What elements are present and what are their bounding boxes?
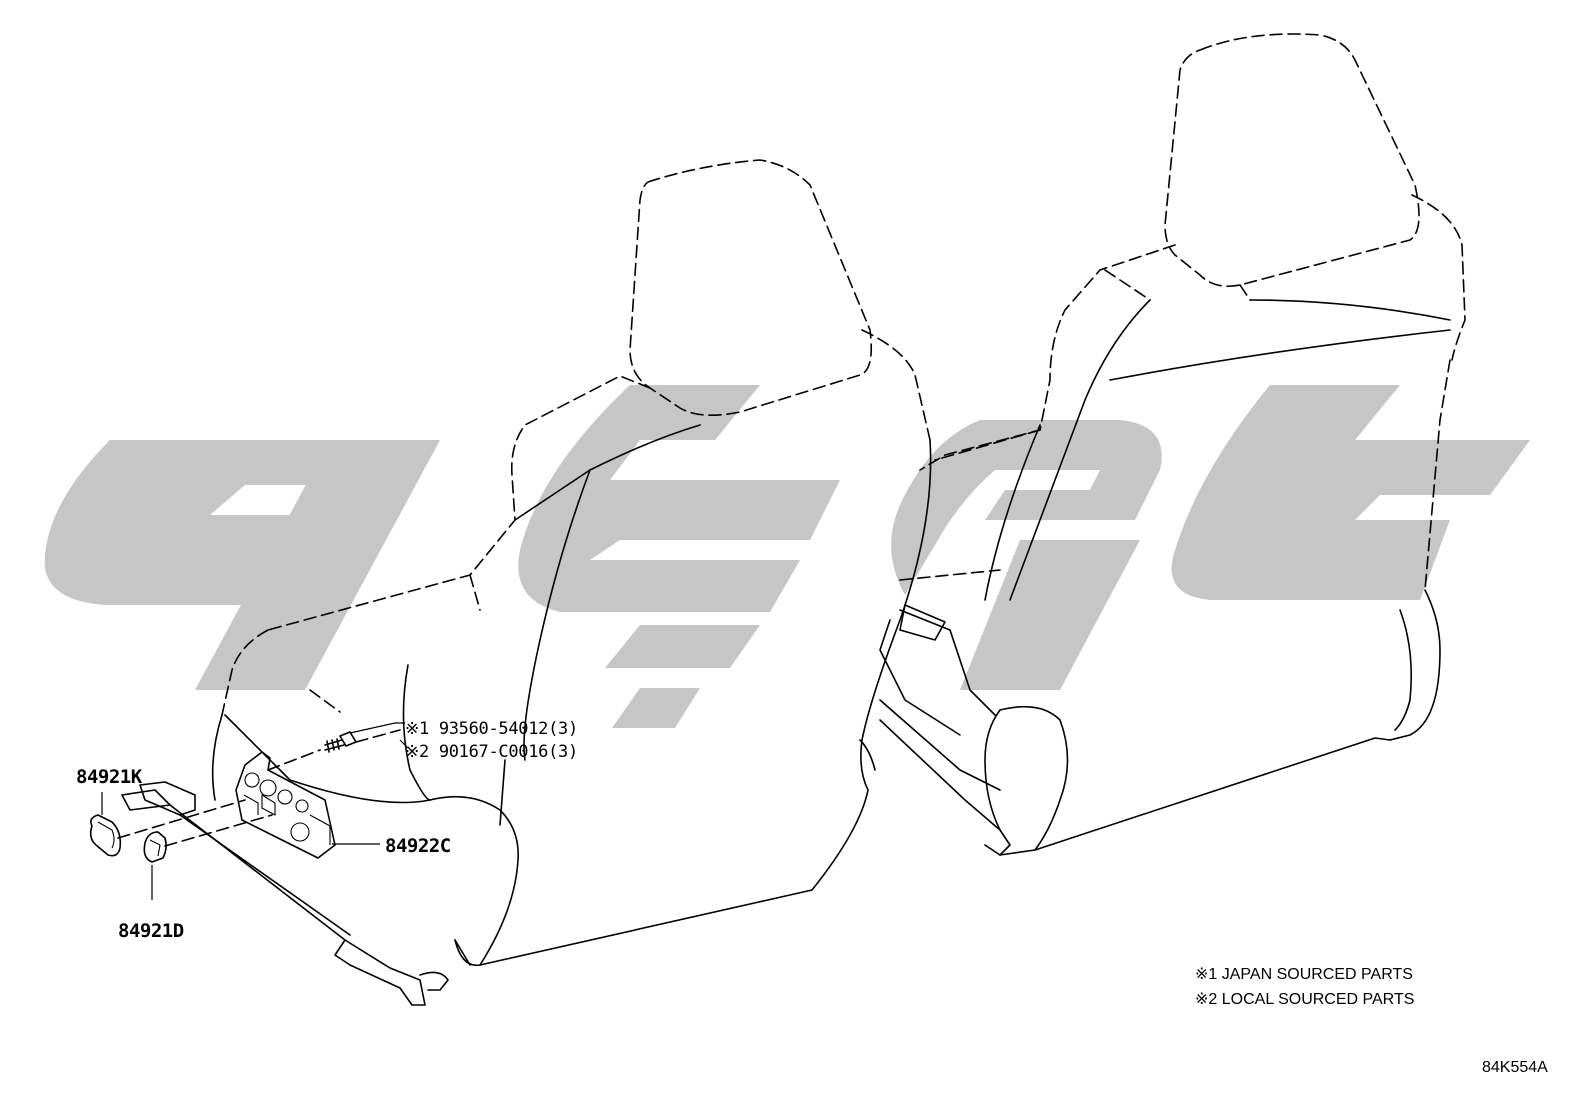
part-84921D-label: 84921D [118, 920, 184, 942]
part-84922C-label: 84922C [385, 835, 451, 857]
legend-line-1: ※1 JAPAN SOURCED PARTS [1195, 966, 1413, 983]
illustration-code: 84K554A [1482, 1059, 1548, 1076]
knob-84921K [89, 814, 122, 857]
seat-switch-assembly [235, 751, 336, 859]
left-seat-body [211, 424, 932, 967]
explode-lines [117, 729, 401, 847]
part-84921K-label: 84921K [76, 766, 142, 788]
left-seat-rail [121, 781, 471, 1006]
fastener-1-callout: ※1 93560-54012(3) [405, 719, 578, 739]
screw-fastener [324, 731, 357, 753]
right-seat-body [879, 299, 1451, 856]
watermark-logo [44, 385, 1530, 728]
knob-84921D [143, 831, 167, 863]
left-seat-outline [221, 159, 931, 716]
fastener-2-callout: ※2 90167-C0016(3) [405, 742, 578, 762]
legend-line-2: ※2 LOCAL SOURCED PARTS [1195, 991, 1415, 1008]
right-seat-outline [899, 33, 1466, 591]
leader-lines [101, 722, 409, 900]
